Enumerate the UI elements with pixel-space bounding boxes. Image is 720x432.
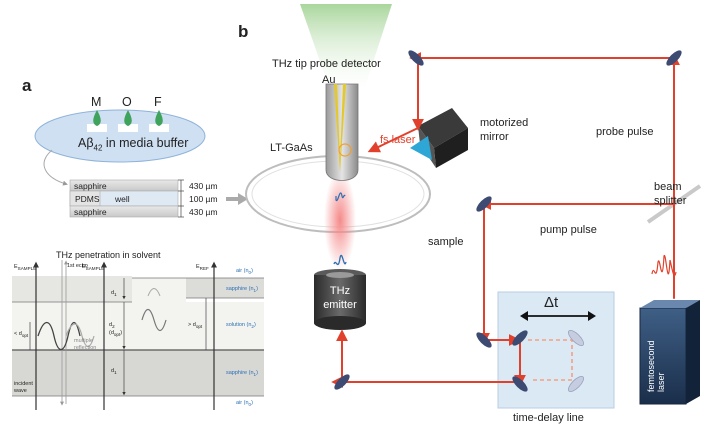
- medium-label-air-top: air (n0): [236, 268, 253, 276]
- sample-wave-2: [141, 308, 167, 332]
- d1-bottom-label: d1: [111, 368, 117, 376]
- droplet-f: [155, 110, 163, 126]
- well-label-m: M: [91, 95, 102, 109]
- dish-to-stack-arrow: [43, 149, 68, 186]
- mirrors: [334, 50, 682, 392]
- panel-a-graphics: [34, 109, 248, 218]
- au-label: Au: [322, 74, 336, 86]
- emitted-wave: [333, 254, 347, 266]
- well-slot-m: [87, 124, 107, 132]
- pump-pulse-label: pump pulse: [540, 224, 597, 236]
- pulse-wavelet: [651, 255, 677, 277]
- delay-ghost-path: [528, 339, 573, 381]
- thz-emitter-body: [314, 275, 366, 323]
- layer-name-3: sapphire: [74, 207, 107, 217]
- laser-spot: [338, 143, 352, 157]
- au-electrodes: [334, 84, 346, 172]
- well-label-o: O: [122, 95, 132, 109]
- medium-label-solution: solution (n2): [226, 322, 256, 330]
- first-echo-label: 1st echo: [67, 263, 88, 269]
- thz-beam-glow: [324, 170, 356, 270]
- media-dish: [34, 109, 206, 163]
- layer-name-1: sapphire: [74, 181, 107, 191]
- layer-size-1: 430 µm: [189, 181, 218, 191]
- beam-splitter-label: beam splitter: [654, 181, 687, 207]
- medium-label-sapphire-bottom: sapphire (n1): [226, 370, 258, 378]
- lt-gaas-label: LT-GaAs: [270, 142, 313, 154]
- layer-name-2b: well: [115, 194, 130, 204]
- panel-c-graphics: [12, 260, 264, 410]
- multiple-reflection-label: multiple reflection: [74, 338, 97, 351]
- layer-size-2: 100 µm: [189, 194, 218, 204]
- probe-pulse-label: probe pulse: [596, 126, 654, 138]
- penetration-title: THz penetration in solvent: [56, 250, 161, 260]
- delay-line-box: [497, 291, 615, 409]
- well-label-f: F: [154, 95, 162, 109]
- time-delay-line-label: time-delay line: [513, 412, 584, 424]
- layer-name-2: PDMS: [75, 194, 100, 204]
- incident-wave-label: incident wave: [14, 381, 33, 394]
- detected-wave: [335, 192, 346, 202]
- droplet-o: [124, 110, 132, 126]
- detector-cone: [300, 4, 392, 90]
- femtosecond-laser-label: femtosecond laser: [646, 340, 666, 392]
- motorized-mirror-label: motorized mirror: [480, 117, 529, 143]
- sapphire-bottom-layer: [69, 205, 179, 218]
- well-slot-f: [149, 124, 169, 132]
- layer-size-3: 430 µm: [189, 207, 218, 217]
- eref-label: EREF: [196, 264, 209, 272]
- panel-b-graphics: [245, 4, 702, 409]
- less-d-label: < dopt: [14, 331, 29, 339]
- emitter-label: THz emitter: [323, 285, 357, 311]
- fs-laser-label: fs laser: [380, 134, 416, 146]
- beam-paths: [331, 52, 680, 388]
- ghost-mirrors: [567, 329, 585, 393]
- d1-top-label: d1: [111, 290, 117, 298]
- stack-to-sample-arrow-head: [238, 193, 248, 205]
- esample-label-2: ESAMPLE: [82, 264, 105, 272]
- reflection-wave: [65, 323, 95, 348]
- motorized-mirror: [410, 108, 468, 168]
- droplet-m: [93, 110, 101, 126]
- medium-label-sapphire-top: sapphire (n1): [226, 286, 258, 294]
- greater-d-label: > dopt: [188, 322, 203, 330]
- medium-label-air-bottom: air (n0): [236, 400, 253, 408]
- panel-letter-b: b: [238, 22, 249, 41]
- panel-letter-a: a: [22, 76, 32, 95]
- delta-t-label: Δt: [544, 294, 559, 311]
- sample-wave-1: [37, 321, 81, 351]
- d2-label: d2(dopt): [109, 322, 123, 338]
- sample-label: sample: [428, 236, 464, 248]
- media-label: Aβ42 in media buffer: [78, 136, 189, 153]
- detector-label: THz tip probe detector: [272, 58, 381, 70]
- esample-label-1: ESAMPLE: [14, 264, 37, 272]
- well-slot-o: [118, 124, 138, 132]
